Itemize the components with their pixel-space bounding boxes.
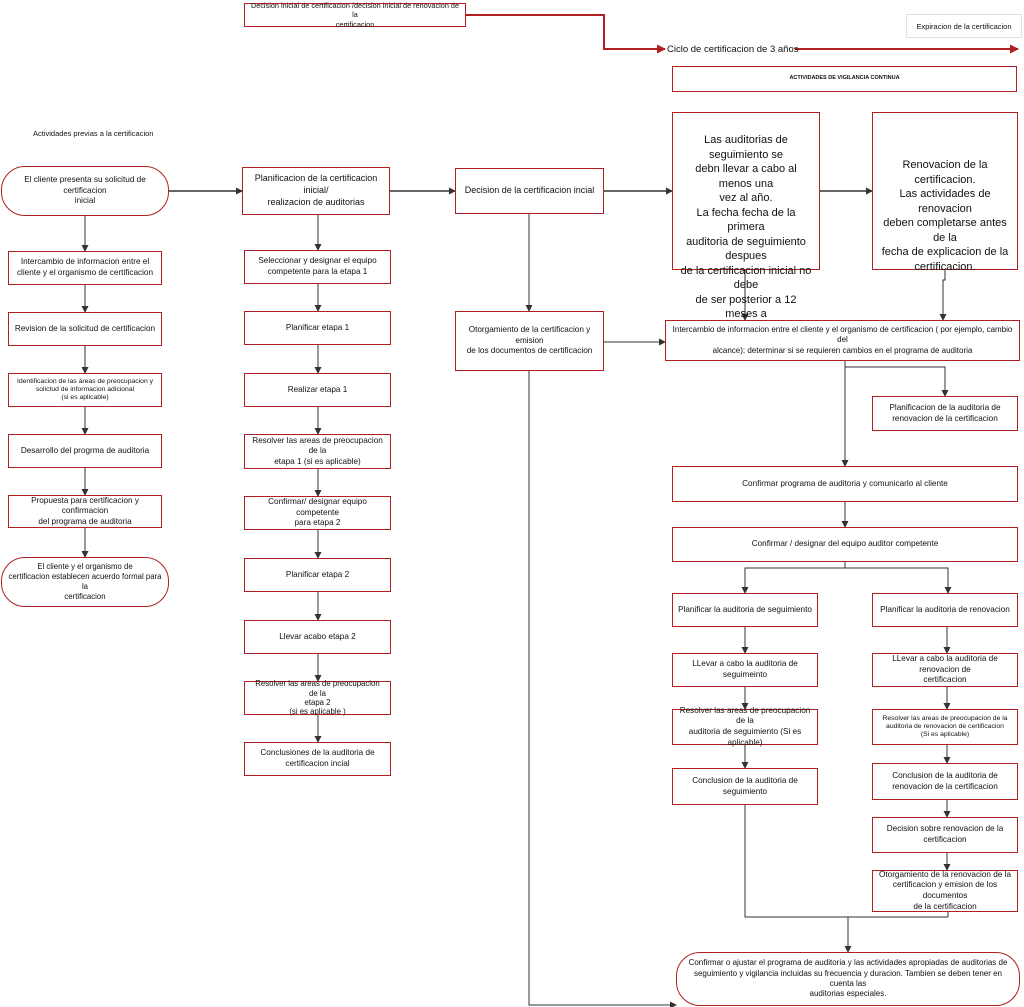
surveillance-audits-note: Las auditorias de seguimiento se debn ll… <box>672 112 820 364</box>
perform-stage2: Llevar acabo etapa 2 <box>244 620 391 654</box>
plan-renewal-audit: Planificar la auditoria de renovacion <box>872 593 1018 627</box>
renewal-decision: Decision sobre renovacion de la certific… <box>872 817 1018 853</box>
initial-certification-planning: Planificacion de la certificacion inicia… <box>242 167 390 215</box>
conduct-renewal-audit: LLevar a cabo la auditoria de renovacion… <box>872 653 1018 687</box>
client-info-exchange: Intercambio de informacion entre el clie… <box>665 320 1020 361</box>
client-application: El cliente presenta su solicitud de cert… <box>1 166 169 216</box>
audit-program-development: Desarrollo del progrma de auditoria <box>8 434 162 468</box>
application-review-step: Revision de la solicitud de certificacio… <box>8 312 162 346</box>
initial-audit-conclusions: Conclusiones de la auditoria de certific… <box>244 742 391 776</box>
conduct-surveillance-audit: LLevar a cabo la auditoria de seguimeint… <box>672 653 818 687</box>
initial-certification-decision: Decision de la certificacion incial <box>455 168 604 214</box>
resolve-stage2: Resolver las areas de preocupacion de la… <box>244 679 391 716</box>
info-exchange-step: Intercambio de informacion entre el clie… <box>8 251 162 285</box>
certification-proposal: Propuesta para certificacion y confirmac… <box>8 495 162 528</box>
perform-stage1: Realizar etapa 1 <box>244 373 391 407</box>
adjust-audit-program: Confirmar o ajustar el programa de audit… <box>676 952 1020 1006</box>
continuous-surveillance-box: ACTIVIDADES DE VIGILANCIA CONTINUA <box>672 66 1017 92</box>
formal-agreement: El cliente y el organismo de certificaci… <box>1 557 169 607</box>
renewal-audit-conclusion: Conclusion de la auditoria de renovacion… <box>872 763 1018 800</box>
renewal-note: Renovacion de la certificacion. Las acti… <box>872 112 1018 273</box>
renewal-certificate-issuance: Otorgamiento de la renovacion de la cert… <box>872 870 1018 912</box>
certificate-issuance: Otorgamiento de la certificacion y emisi… <box>455 311 604 371</box>
renewal-audit-planning: Planificacion de la auditoria de renovac… <box>872 396 1018 431</box>
confirm-audit-program: Confirmar programa de auditoria y comuni… <box>672 466 1018 502</box>
resolve-stage1: Resolver las areas de preocupacion de la… <box>244 434 391 469</box>
select-team-stage1: Seleccionar y designar el equipo compete… <box>244 250 391 284</box>
resolve-renewal-concerns: Resolver las areas de preocupacion de la… <box>872 709 1018 745</box>
expiration-label: Expiracion de la certificacion <box>906 14 1022 38</box>
resolve-surveillance-concerns: Resolver las areas de preocupacion de la… <box>672 706 818 747</box>
surveillance-audit-conclusion: Conclusion de la auditoria de seguimient… <box>672 768 818 805</box>
confirm-team-stage2: Confirmar/ designar equipo competente pa… <box>244 496 391 530</box>
plan-stage2: Planificar etapa 2 <box>244 558 391 592</box>
concern-areas-step: Identificacion de las áreas de preocupac… <box>8 373 162 407</box>
plan-stage1: Planificar etapa 1 <box>244 311 391 345</box>
confirm-audit-team: Confirmar / designar del equipo auditor … <box>672 527 1018 562</box>
pre-certification-title: Actividades previas a la certificacion <box>33 129 154 138</box>
plan-surveillance-audit: Planificar la auditoria de seguimiento <box>672 593 818 627</box>
certification-cycle-label: Ciclo de certificacion de 3 años <box>667 44 799 55</box>
initial-decision-box: Decision inicial de certificacion /decis… <box>244 1 466 29</box>
